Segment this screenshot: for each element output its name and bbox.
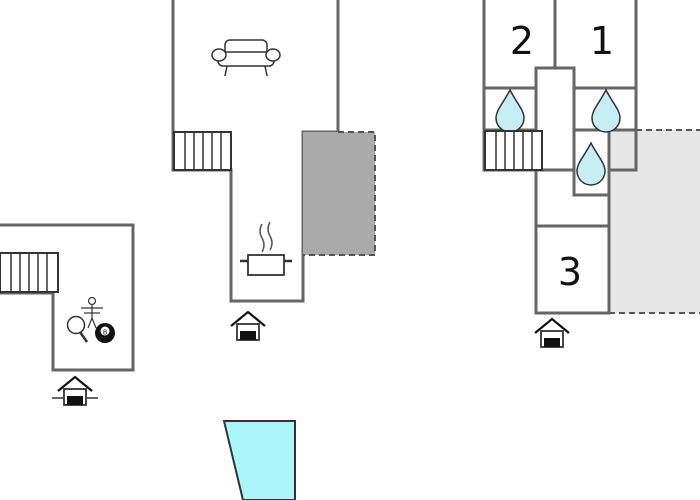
games-room-unit: 8 — [0, 223, 135, 406]
table-football-icon — [81, 296, 103, 329]
water-drop-icon — [591, 88, 621, 133]
entrance-icon — [230, 310, 266, 341]
terrace-light — [609, 130, 700, 313]
games-room-outline — [0, 223, 135, 372]
bedroom-unit: 2 1 3 — [482, 0, 700, 348]
stairs-icon — [173, 131, 232, 171]
terrace-dark — [303, 132, 375, 255]
water-drop-icon — [576, 141, 606, 186]
cooking-pot-icon — [240, 221, 292, 276]
stairs-icon — [0, 252, 59, 293]
swimming-pool — [222, 420, 296, 500]
stairs-icon — [484, 130, 543, 171]
bedroom-2-label: 2 — [510, 19, 534, 63]
table-tennis-icon — [66, 315, 89, 343]
bedroom-3-label: 3 — [558, 250, 582, 294]
bedroom-1-label: 1 — [590, 19, 614, 63]
entrance-icon — [52, 375, 98, 406]
living-unit — [171, 0, 376, 341]
billiard-ball-number: 8 — [103, 329, 107, 337]
billiard-ball-icon: 8 — [95, 323, 115, 343]
sofa-icon — [211, 39, 281, 77]
entrance-icon — [534, 317, 570, 348]
